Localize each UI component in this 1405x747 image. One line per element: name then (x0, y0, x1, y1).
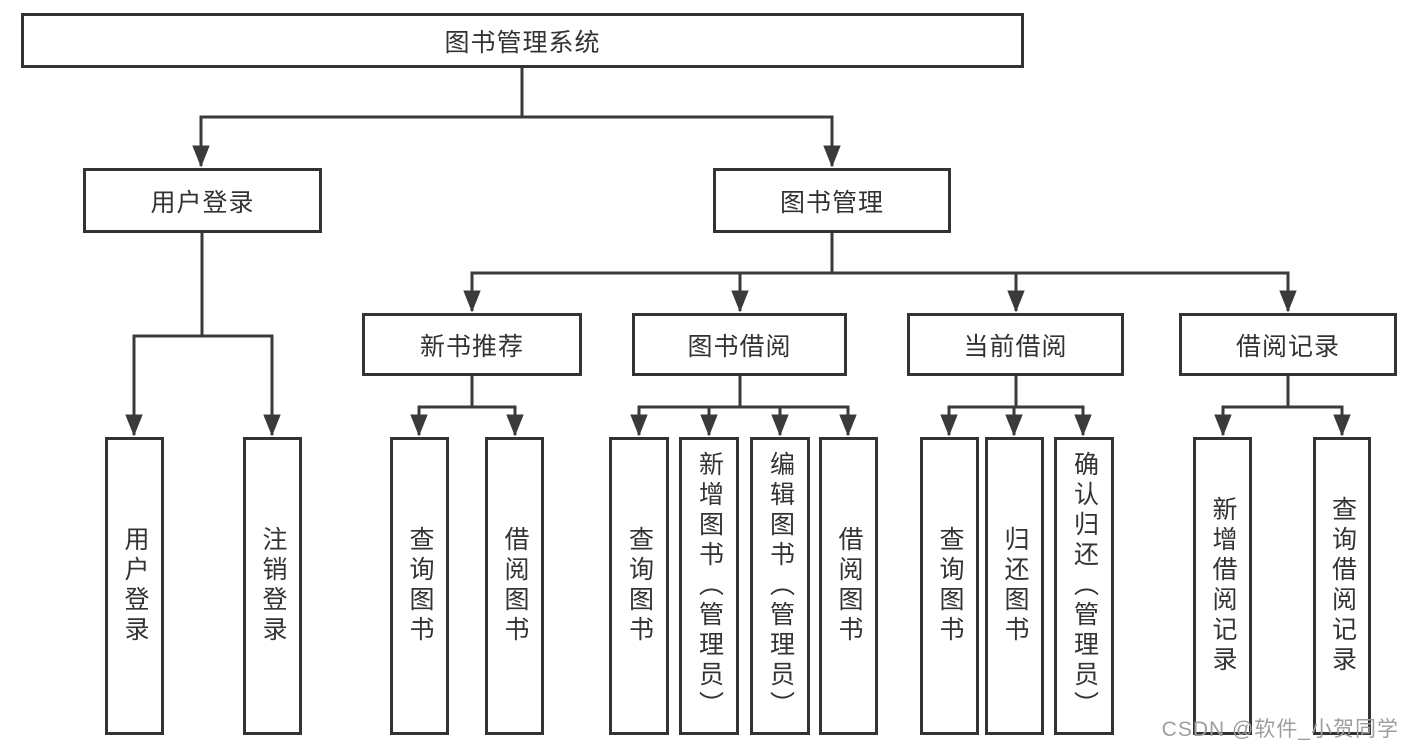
leaf-recommend-borrow-books-label: 借阅图书 (501, 526, 529, 646)
leaf-current-query-books: 查询图书 (920, 437, 979, 735)
leaf-confirm-return-admin: 确认归还（管理员） (1054, 437, 1114, 735)
leaf-add-books-admin: 新增图书（管理员） (679, 437, 739, 735)
leaf-borrow-query-books-label: 查询图书 (625, 526, 654, 646)
leaf-recommend-borrow-books: 借阅图书 (485, 437, 544, 735)
node-library-system: 图书管理系统 (21, 13, 1024, 68)
leaf-confirm-return-admin-label: 确认归还（管理员） (1070, 451, 1099, 721)
leaf-return-books: 归还图书 (985, 437, 1044, 735)
leaf-logout-label: 注销登录 (259, 526, 287, 646)
node-current-borrow: 当前借阅 (907, 313, 1124, 376)
leaf-query-borrow-record-label: 查询借阅记录 (1328, 496, 1357, 676)
node-user-login-label: 用户登录 (150, 188, 255, 217)
leaf-edit-books-admin-label: 编辑图书（管理员） (766, 451, 795, 721)
node-book-management: 图书管理 (713, 168, 951, 233)
leaf-current-query-books-label: 查询图书 (936, 526, 964, 646)
node-book-management-label: 图书管理 (779, 188, 884, 217)
node-new-book-recommend-label: 新书推荐 (419, 332, 524, 361)
leaf-add-books-admin-label: 新增图书（管理员） (695, 451, 724, 721)
leaf-recommend-query-books-label: 查询图书 (406, 526, 434, 646)
leaf-user-login: 用户登录 (105, 437, 164, 735)
node-new-book-recommend: 新书推荐 (362, 313, 582, 376)
node-user-login: 用户登录 (83, 168, 322, 233)
node-library-system-label: 图书管理系统 (444, 28, 601, 57)
node-book-borrow-label: 图书借阅 (687, 332, 792, 361)
node-borrow-records: 借阅记录 (1179, 313, 1397, 376)
leaf-recommend-query-books: 查询图书 (390, 437, 449, 735)
csdn-watermark: CSDN @软件_小贺同学 (1161, 718, 1399, 741)
node-borrow-records-label: 借阅记录 (1235, 332, 1340, 361)
leaf-add-borrow-record: 新增借阅记录 (1193, 437, 1252, 735)
leaf-query-borrow-record: 查询借阅记录 (1313, 437, 1371, 735)
leaf-borrow-query-books: 查询图书 (609, 437, 669, 735)
leaf-logout: 注销登录 (243, 437, 302, 735)
node-book-borrow: 图书借阅 (632, 313, 847, 376)
node-current-borrow-label: 当前借阅 (963, 332, 1068, 361)
leaf-add-borrow-record-label: 新增借阅记录 (1209, 496, 1237, 676)
leaf-return-books-label: 归还图书 (1001, 526, 1029, 646)
leaf-borrow-books: 借阅图书 (819, 437, 878, 735)
leaf-borrow-books-label: 借阅图书 (835, 526, 863, 646)
leaf-user-login-label: 用户登录 (121, 526, 149, 646)
leaf-edit-books-admin: 编辑图书（管理员） (750, 437, 810, 735)
